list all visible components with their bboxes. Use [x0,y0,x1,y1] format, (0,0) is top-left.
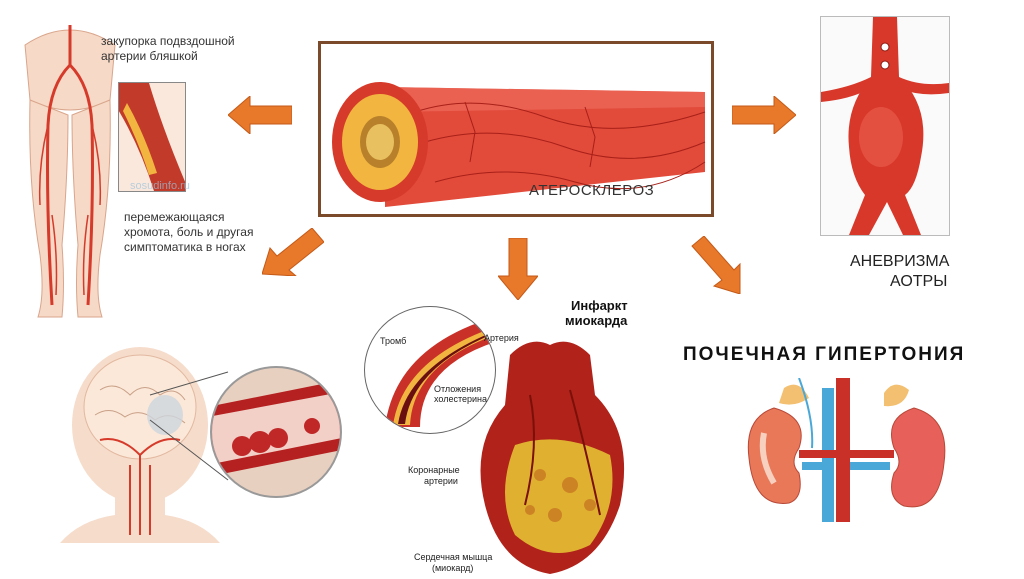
iliac-plaque-inset [118,82,186,192]
label-coronary-2: артерии [424,476,458,487]
arrow-down-right [690,236,742,294]
arrow-left [228,96,292,134]
label-artery: Артерия [484,333,519,344]
zoom-lines [140,360,230,500]
legs-caption-top: закупорка подвздошной артерии бляшкой [101,34,261,64]
aneurysm-label-1: АНЕВРИЗМА [850,253,949,271]
artery-zoom-circle [364,306,496,434]
label-thromb: Тромб [380,336,406,347]
arrow-down-left [262,228,324,276]
watermark: sosudinfo.ru [130,180,190,192]
label-deposits-2: холестерина [434,394,487,405]
heart-title-2: миокарда [565,313,627,328]
arrow-right [732,96,796,134]
arrow-down [498,238,538,300]
label-muscle-1: Сердечная мышца [414,552,492,563]
atherosclerosis-box: АТЕРОСКЛЕРОЗ [318,41,714,217]
aneurysm-label-2: АОТРЫ [890,273,947,291]
label-muscle-2: (миокард) [432,563,473,574]
kidney-title: ПОЧЕЧНАЯ ГИПЕРТОНИЯ [683,344,965,366]
atherosclerosis-label: АТЕРОСКЛЕРОЗ [529,182,654,199]
legs-caption-bottom: перемежающаяся хромота, боль и другая си… [124,210,264,255]
label-coronary-1: Коронарные [408,465,460,476]
heart-title-1: Инфаркт [571,298,628,313]
aorta-illustration [820,16,950,236]
kidney-illustration [744,378,950,522]
